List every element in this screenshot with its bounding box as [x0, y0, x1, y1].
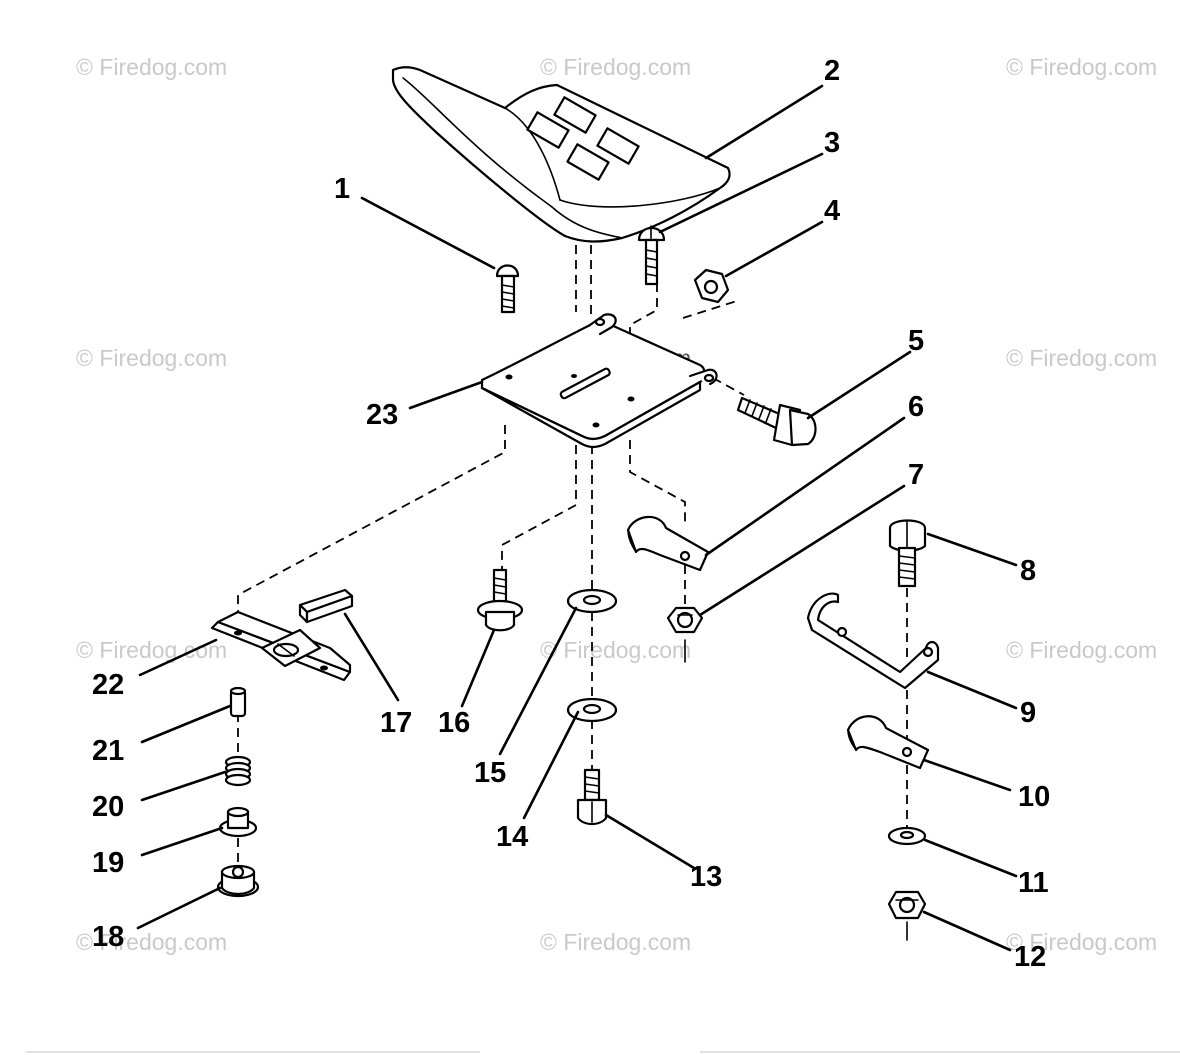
callout-16: 16 — [438, 707, 470, 739]
watermark-text: © Firedog.com — [76, 345, 227, 371]
callout-14: 14 — [496, 821, 528, 853]
watermark-text: © Firedog.com — [1006, 929, 1157, 955]
lock-nut-part — [666, 606, 704, 634]
callout-2: 2 — [824, 55, 840, 87]
seat-plate-part — [480, 313, 718, 449]
callout-13: 13 — [690, 861, 722, 893]
callout-15: 15 — [474, 757, 506, 789]
watermark-text: © Firedog.com — [76, 54, 227, 80]
callout-18: 18 — [92, 921, 124, 953]
callout-12: 12 — [1014, 941, 1046, 973]
hex-nut-part — [693, 268, 730, 304]
callout-19: 19 — [92, 847, 124, 879]
pin-part — [229, 686, 247, 718]
carriage-bolt-part — [495, 264, 520, 314]
leader-lines — [136, 84, 1018, 952]
callout-17: 17 — [380, 707, 412, 739]
watermark-text: © Firedog.com — [540, 929, 691, 955]
clip-right-part — [846, 715, 930, 770]
washer-right-part — [887, 826, 927, 846]
callout-labels: 1 2 3 4 5 6 7 8 9 10 11 12 13 14 15 16 1… — [92, 55, 1050, 973]
callout-1: 1 — [334, 173, 350, 205]
washer-part — [566, 697, 618, 723]
callout-8: 8 — [1020, 555, 1036, 587]
hex-bolt-right-part — [888, 519, 927, 588]
watermark-text: © Firedog.com — [540, 54, 691, 80]
latch-block-part — [298, 588, 354, 624]
watermark-text: © Firedog.com — [76, 637, 227, 663]
seat-part — [391, 66, 731, 243]
callout-4: 4 — [824, 195, 840, 227]
flange-bolt-part — [476, 568, 524, 632]
callout-20: 20 — [92, 791, 124, 823]
callout-22: 22 — [92, 669, 124, 701]
callout-5: 5 — [908, 325, 924, 357]
watermark-text: © Firedog.com — [1006, 637, 1157, 663]
callout-23: 23 — [366, 399, 398, 431]
seat-clip-part — [626, 515, 710, 572]
callout-9: 9 — [1020, 697, 1036, 729]
watermark-text: © Firedog.com — [1006, 54, 1157, 80]
callout-11: 11 — [1018, 867, 1049, 899]
callout-7: 7 — [908, 459, 924, 491]
callout-6: 6 — [908, 391, 924, 423]
watermark-text: © Firedog.com — [1006, 345, 1157, 371]
washer-large-part — [566, 588, 618, 614]
round-head-screw-part — [637, 225, 666, 286]
bushing-part — [218, 806, 258, 838]
lock-nut-right-part — [887, 890, 927, 920]
watermark-text: © Firedog.com — [76, 929, 227, 955]
mounting-bracket-part — [806, 592, 940, 690]
flange-nut-part — [216, 864, 260, 898]
callout-21: 21 — [92, 735, 124, 767]
spring-part — [224, 755, 252, 787]
hex-bolt-part — [576, 768, 608, 826]
watermark-text: © Firedog.com — [540, 637, 691, 663]
callout-10: 10 — [1018, 781, 1050, 813]
latch-bracket-part — [210, 610, 352, 682]
shoulder-bolt-part — [736, 396, 817, 447]
callout-3: 3 — [824, 127, 840, 159]
